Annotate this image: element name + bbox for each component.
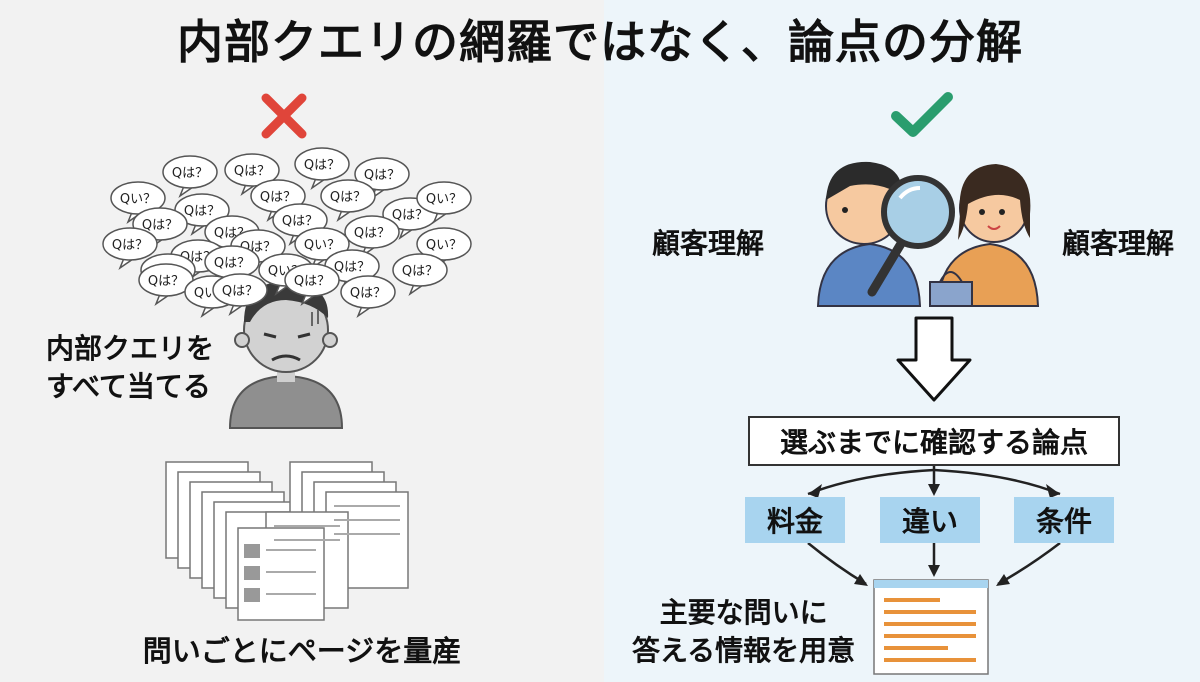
speech-bubble: Qは？: [294, 147, 350, 191]
cross-icon: [261, 93, 307, 139]
speech-bubble-text: Qは？: [350, 286, 386, 301]
speech-bubble: Qは？: [392, 253, 448, 297]
speech-bubble-text: Qは？: [294, 274, 330, 289]
speech-bubble-text: Qは？: [282, 214, 318, 229]
answer-document-icon: [873, 579, 989, 675]
left-caption-line-1: 内部クエリを: [46, 332, 215, 365]
speech-bubble: Qは？: [102, 227, 158, 271]
speech-bubble: Qは？: [340, 275, 396, 319]
left-bottom-caption: 問いごとにページを量産: [142, 634, 462, 668]
speech-bubble-text: Qは？: [234, 164, 270, 179]
speech-bubble-text: Qい？: [426, 238, 462, 253]
speech-bubble-text: Qは？: [148, 274, 184, 289]
worried-person-icon: [228, 281, 344, 429]
chip-difference: 違い: [880, 497, 980, 543]
speech-bubble-text: Qい？: [304, 238, 340, 253]
speech-bubble-text: Qい？: [426, 192, 462, 207]
speech-bubble-text: Qは？: [214, 256, 250, 271]
speech-bubble: Qい？: [294, 227, 350, 271]
check-icon: [891, 92, 953, 137]
speech-bubble: Qは？: [224, 153, 280, 197]
chip-price: 料金: [745, 497, 845, 543]
speech-bubble-text: Qは？: [142, 218, 178, 233]
speech-bubble-text: Qは？: [364, 168, 400, 183]
speech-bubble-text: Qは？: [354, 226, 390, 241]
speech-bubble-text: Qは？: [222, 284, 258, 299]
speech-bubble: Qは？: [320, 179, 376, 223]
left-caption-line-2: すべて当てる: [46, 370, 211, 403]
speech-bubble: Qは？: [162, 155, 218, 199]
speech-bubble: Qは？: [284, 263, 340, 307]
down-arrow-icon: [896, 316, 972, 402]
speech-bubble-text: Qは？: [172, 166, 208, 181]
speech-bubble-text: Qは？: [330, 190, 366, 205]
slide-title: 内部クエリの網羅ではなく、論点の分解: [177, 15, 1023, 69]
speech-bubble: Qは？: [212, 273, 268, 317]
right-panel: [604, 0, 1200, 682]
answer-caption-line-2: 答える情報を用意: [632, 634, 856, 667]
speech-bubble-text: Qは？: [334, 260, 370, 275]
customer-understanding-label-left: 顧客理解: [652, 227, 765, 260]
left-caption: 内部クエリを すべて当てる: [46, 330, 214, 406]
customer-understanding-label-right: 顧客理解: [1062, 227, 1175, 260]
speech-bubble-text: Qは？: [392, 208, 428, 223]
speech-bubble: Qい？: [416, 181, 472, 225]
customer-research-icon: [816, 161, 1040, 307]
speech-bubble-text: Qは？: [260, 190, 296, 205]
answer-caption-line-1: 主要な問いに: [659, 596, 828, 629]
speech-bubble-text: Qは？: [402, 264, 438, 279]
topic-box: 選ぶまでに確認する論点: [748, 416, 1120, 466]
speech-bubble-text: Qは？: [184, 204, 220, 219]
speech-bubble-text: Qい？: [120, 192, 156, 207]
speech-bubble: Qは？: [354, 157, 410, 201]
page-stack-icon: [165, 461, 409, 621]
speech-bubble-text: Qは？: [304, 158, 340, 173]
chip-conditions: 条件: [1014, 497, 1114, 543]
speech-bubble-text: Qは？: [112, 238, 148, 253]
answer-caption: 主要な問いに 答える情報を用意: [632, 594, 855, 670]
speech-bubble: Qは？: [138, 263, 194, 307]
